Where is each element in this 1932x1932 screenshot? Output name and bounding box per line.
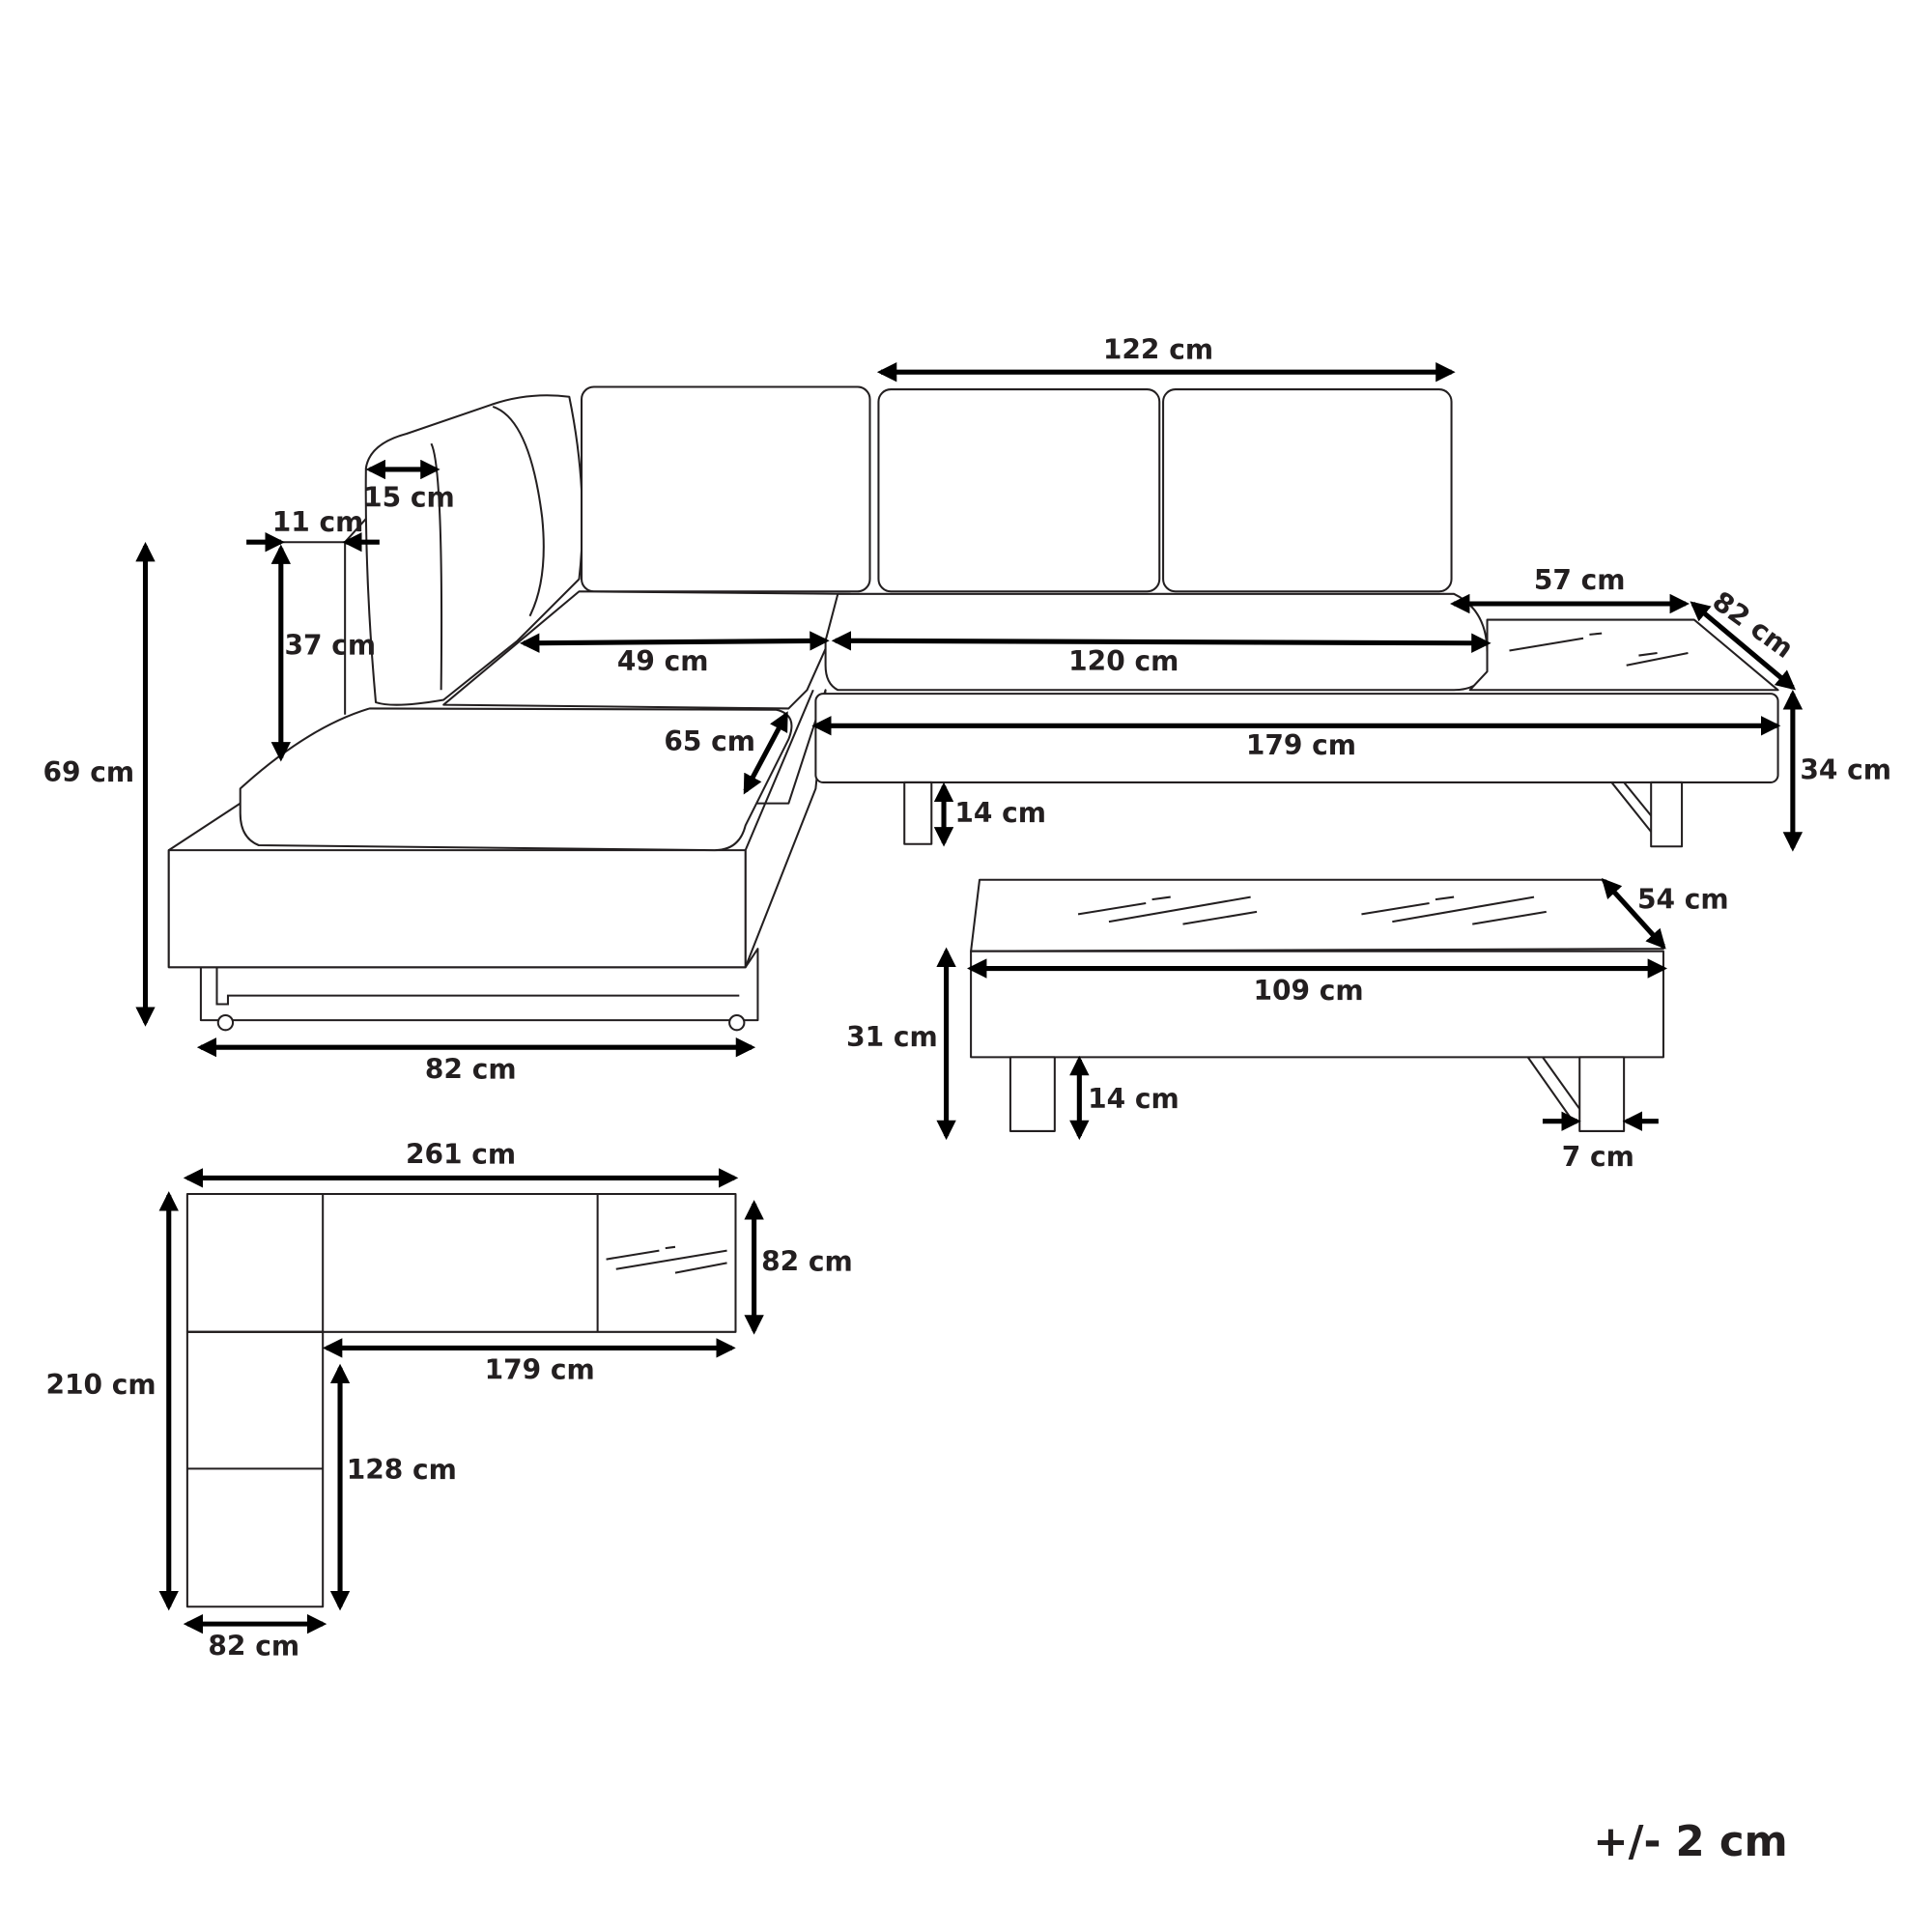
- label-backrest-width: 122 cm: [1103, 334, 1213, 366]
- label-side-panel-depth: 11 cm: [272, 506, 364, 538]
- label-corner-seat-width: 49 cm: [617, 645, 709, 677]
- label-section-length: 179 cm: [1246, 729, 1356, 761]
- label-table-top-width: 57 cm: [1534, 564, 1626, 596]
- label-backrest-height: 37 cm: [285, 630, 377, 662]
- plan-view: [185, 1192, 737, 1608]
- label-armrest-depth: 15 cm: [363, 482, 455, 514]
- label-section-height: 34 cm: [1800, 753, 1891, 785]
- label-coffee-table-height: 31 cm: [846, 1021, 938, 1053]
- label-plan-total-width: 261 cm: [406, 1138, 516, 1170]
- label-plan-depth: 82 cm: [761, 1245, 853, 1277]
- dimension-arrows: [135, 362, 1804, 1634]
- tolerance-note: +/- 2 cm: [1593, 1818, 1787, 1866]
- label-leg-height: 14 cm: [954, 797, 1046, 829]
- label-plan-chaise-width: 82 cm: [208, 1630, 299, 1662]
- label-plan-chaise-length: 128 cm: [347, 1454, 457, 1486]
- label-chaise-seat-depth: 65 cm: [664, 725, 755, 757]
- label-chaise-width: 82 cm: [425, 1053, 517, 1085]
- label-total-height: 69 cm: [43, 756, 135, 788]
- label-coffee-table-leg-width: 7 cm: [1562, 1141, 1634, 1173]
- label-coffee-table-depth: 54 cm: [1637, 883, 1729, 915]
- label-plan-section-length: 179 cm: [485, 1354, 595, 1386]
- label-coffee-table-width: 109 cm: [1254, 975, 1364, 1007]
- label-plan-total-length: 210 cm: [46, 1369, 156, 1401]
- label-seat-width: 120 cm: [1068, 645, 1179, 677]
- label-coffee-table-leg-height: 14 cm: [1088, 1083, 1179, 1115]
